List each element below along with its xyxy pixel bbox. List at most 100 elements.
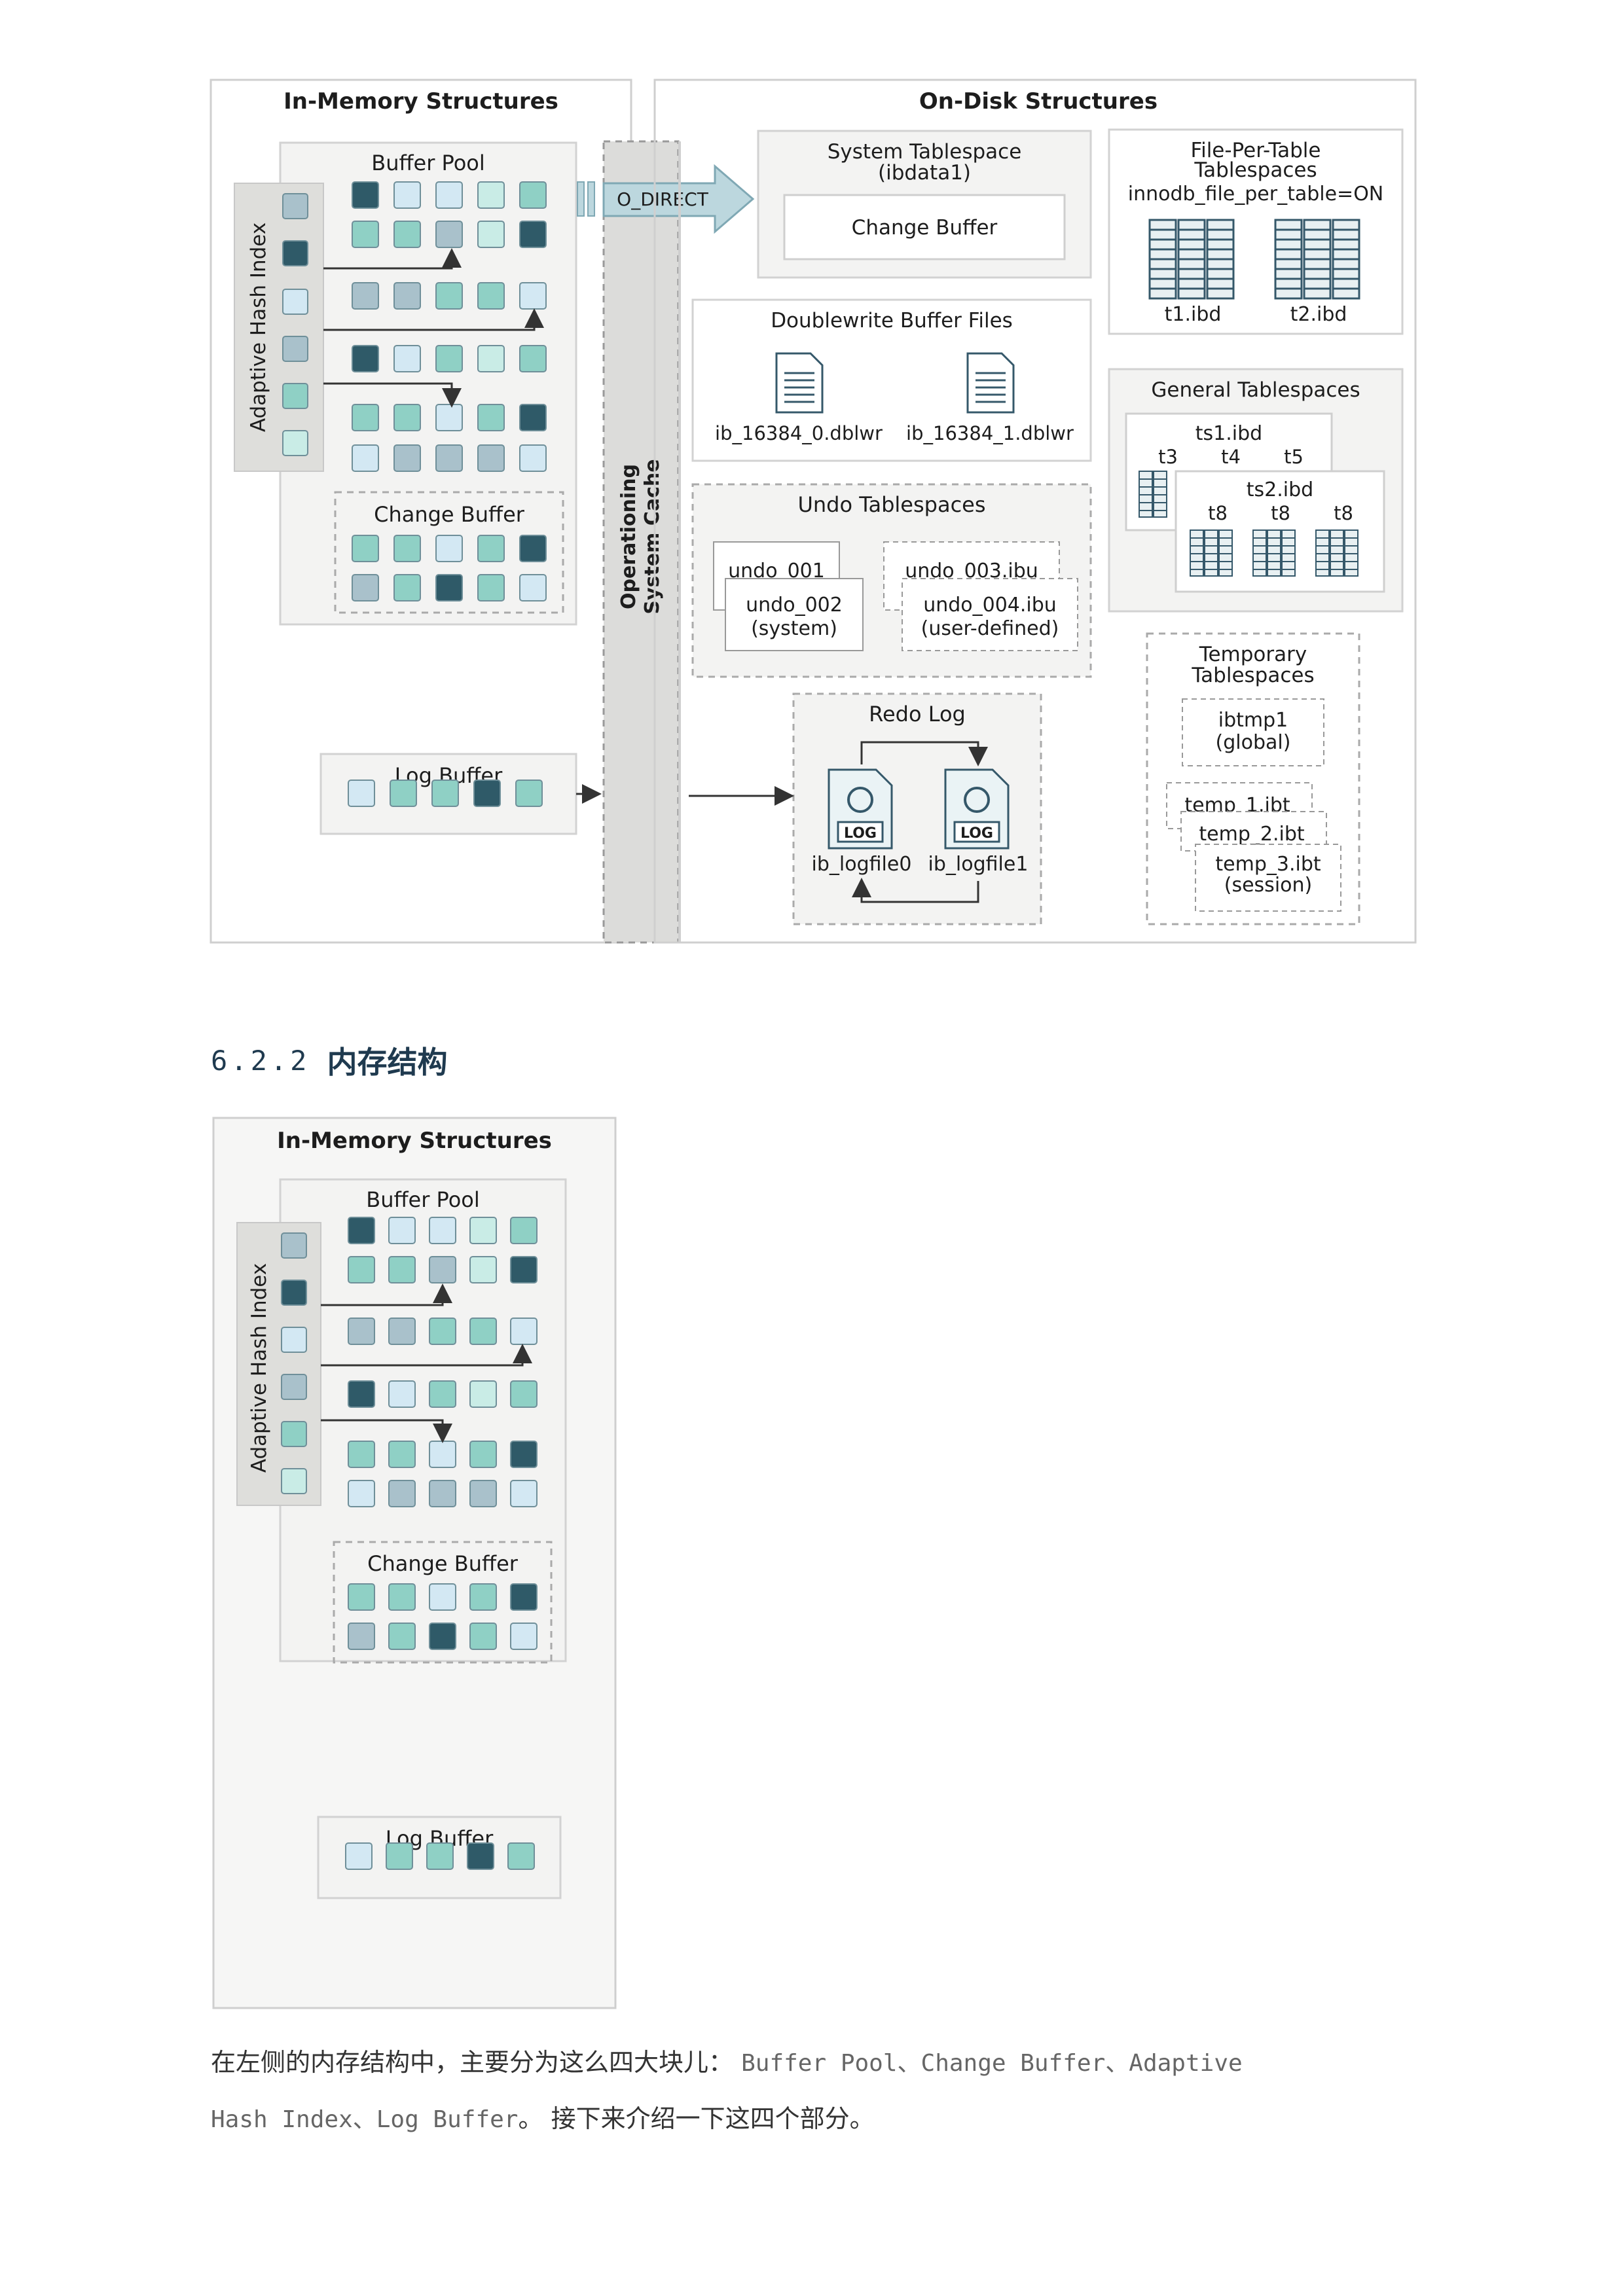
page-block: [510, 1441, 538, 1468]
file-per-table-title-1: File-Per-Table: [1191, 139, 1321, 162]
page-block: [515, 780, 543, 807]
temporary-tablespaces-title-1: Temporary: [1199, 643, 1307, 666]
page-block: [352, 535, 379, 562]
page-block: [348, 780, 375, 807]
paragraph-code-1: Buffer Pool、Change Buffer、Adaptive: [741, 2050, 1243, 2077]
general-tablespaces-title: General Tablespaces: [1151, 378, 1360, 402]
page-block: [510, 1623, 538, 1650]
t1-ibd-label: t1.ibd: [1165, 303, 1222, 326]
page-block: [348, 1623, 375, 1650]
page-block: [519, 181, 547, 209]
buffer-pool-title-2: Buffer Pool: [366, 1187, 480, 1212]
page-block: [348, 1256, 375, 1283]
page-block: [477, 181, 505, 209]
paragraph-line-2: Hash Index、Log Buffer。 接下来介绍一下这四个部分。: [211, 2098, 1455, 2134]
page-block: [393, 282, 421, 310]
table-icon: [1315, 529, 1359, 577]
page-block: [352, 181, 379, 209]
page-block: [435, 444, 463, 472]
in-memory-title: In-Memory Structures: [283, 88, 558, 115]
table-icon: [1274, 219, 1360, 300]
page-block: [348, 1380, 375, 1408]
page-block: [393, 221, 421, 248]
change-buffer-title: Change Buffer: [374, 502, 525, 527]
on-disk-title: On-Disk Structures: [919, 88, 1158, 115]
page-block: [435, 345, 463, 372]
page-block: [352, 574, 379, 601]
page-block: [519, 574, 547, 601]
page-block: [477, 574, 505, 601]
page-block: [345, 1842, 373, 1870]
paragraph-line-1: 在左侧的内存结构中，主要分为这么四大块儿： Buffer Pool、Change…: [211, 2042, 1455, 2078]
undo-004-label: undo_004.ibu: [923, 594, 1057, 617]
page-block: [429, 1480, 456, 1507]
page-block: [429, 1217, 456, 1244]
redo-log-title: Redo Log: [869, 702, 966, 726]
doublewrite-title: Doublewrite Buffer Files: [771, 309, 1013, 332]
page-block: [510, 1318, 538, 1345]
t3-label: t3: [1158, 446, 1178, 468]
global-label: (global): [1216, 731, 1291, 754]
in-memory-title-2: In-Memory Structures: [277, 1128, 552, 1154]
page-block: [281, 1468, 307, 1494]
log-file-icon: LOG: [944, 768, 1010, 850]
page-block: [477, 345, 505, 372]
page-block: [519, 535, 547, 562]
system-tablespace-file: (ibdata1): [878, 161, 971, 185]
page-block: [393, 345, 421, 372]
on-disk-panel: [653, 79, 1417, 944]
page-block: [435, 535, 463, 562]
page-block: [393, 444, 421, 472]
page-block: [393, 181, 421, 209]
page-block: [467, 1842, 494, 1870]
temp2-label: temp_2.ibt: [1199, 823, 1304, 846]
page-block: [388, 1318, 416, 1345]
dblwr-1-label: ib_16384_1.dblwr: [906, 422, 1074, 444]
page-block: [388, 1623, 416, 1650]
page-block: [388, 1583, 416, 1611]
page-block: [282, 383, 308, 409]
dblwr-0-label: ib_16384_0.dblwr: [715, 422, 883, 444]
ibtmp1-label: ibtmp1: [1218, 709, 1288, 732]
adaptive-hash-index-label: Adaptive Hash Index: [247, 223, 270, 432]
document-icon: [966, 352, 1015, 414]
file-per-table-setting: innodb_file_per_table=ON: [1128, 183, 1384, 206]
os-system-cache-label-1: Operationing: [617, 464, 640, 609]
page-block: [469, 1623, 497, 1650]
page-block: [469, 1217, 497, 1244]
page-block: [510, 1380, 538, 1408]
page-block: [388, 1441, 416, 1468]
page-block: [348, 1318, 375, 1345]
adaptive-hash-index-box-2: [236, 1222, 321, 1506]
ts2-label: ts2.ibd: [1247, 478, 1313, 501]
page-block: [477, 221, 505, 248]
page-block: [282, 193, 308, 219]
page-block: [435, 181, 463, 209]
log-tag: LOG: [844, 825, 877, 842]
table-icon: [1190, 529, 1233, 577]
adaptive-hash-index-label-2: Adaptive Hash Index: [247, 1263, 271, 1473]
change-buffer-box-2: [333, 1541, 553, 1664]
page-block: [507, 1842, 535, 1870]
undo-tablespaces-title: Undo Tablespaces: [797, 492, 985, 517]
t4-label: t4: [1221, 446, 1241, 468]
undo-system-label: (system): [751, 617, 837, 640]
page-block: [348, 1583, 375, 1611]
page-block: [469, 1380, 497, 1408]
log-file-icon: LOG: [828, 768, 893, 850]
page-block: [281, 1327, 307, 1353]
page-block: [352, 221, 379, 248]
page-block: [519, 444, 547, 472]
section-title: 内存结构: [327, 1045, 448, 1080]
table-icon: [1139, 471, 1167, 518]
t2-ibd-label: t2.ibd: [1290, 303, 1347, 326]
os-system-cache-label-2: System Cache: [641, 459, 664, 614]
system-change-buffer-box: [783, 194, 1066, 260]
o-direct-label: O_DIRECT: [617, 188, 709, 210]
page-block: [519, 221, 547, 248]
page-block: [519, 282, 547, 310]
logfile0-label: ib_logfile0: [812, 853, 912, 876]
in-memory-structures-diagram: In-Memory Structures Buffer Pool Adaptiv…: [212, 1117, 617, 2009]
page-block: [429, 1583, 456, 1611]
page-block: [393, 404, 421, 431]
